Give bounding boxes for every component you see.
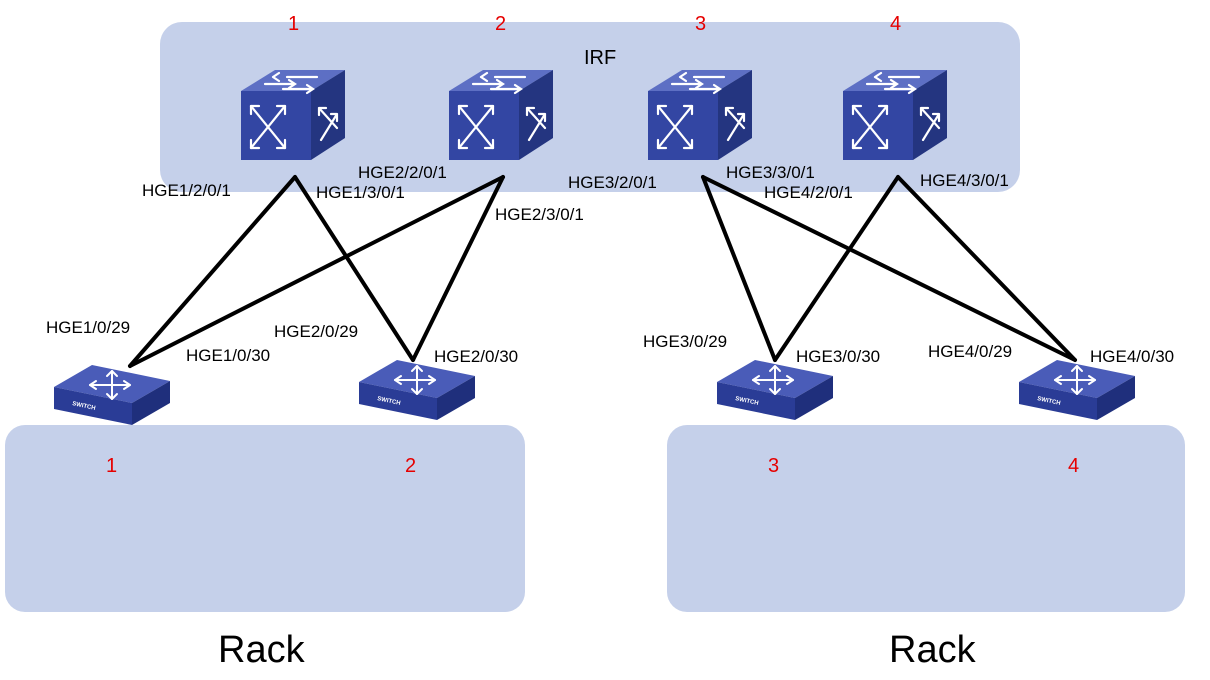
access-switch-icon: [358, 359, 476, 421]
irf-member-1-number: 1: [288, 13, 299, 35]
port-label: HGE1/0/30: [186, 346, 270, 365]
access-switch-icon-text: SWITCH: [72, 401, 96, 412]
link-member3-access3: [701, 175, 777, 362]
access-switch-icon-text: SWITCH: [735, 396, 759, 407]
link-member4-access3: [773, 175, 900, 362]
port-label: HGE1/3/0/1: [316, 183, 405, 202]
port-label: HGE4/2/0/1: [764, 183, 853, 202]
irf-label: IRF: [584, 47, 616, 69]
access-switch-icon: [53, 364, 171, 426]
port-label: HGE4/3/0/1: [920, 171, 1009, 190]
access-switch-1-number: 1: [106, 455, 117, 477]
access-switch-icon-text: SWITCH: [377, 396, 401, 407]
irf-member-4-number: 4: [890, 13, 901, 35]
irf-member-3-number: 3: [695, 13, 706, 35]
port-label: HGE3/0/30: [796, 347, 880, 366]
irf-region: [160, 22, 1020, 192]
port-label: HGE2/0/30: [434, 347, 518, 366]
rack-region-right: [667, 425, 1185, 612]
irf-member-1[interactable]: [239, 68, 347, 162]
port-label: HGE1/2/0/1: [142, 181, 231, 200]
irf-member-2[interactable]: [447, 68, 555, 162]
port-label: HGE2/3/0/1: [495, 205, 584, 224]
core-switch-icon: [239, 68, 347, 162]
irf-member-2-number: 2: [495, 13, 506, 35]
link-member1-access1: [128, 175, 297, 368]
link-member3-access4: [701, 175, 1077, 362]
core-switch-icon: [447, 68, 555, 162]
core-switch-icon: [841, 68, 949, 162]
port-label: HGE3/0/29: [643, 332, 727, 351]
access-switch-2-number: 2: [405, 455, 416, 477]
link-member2-access2: [411, 175, 505, 362]
port-label: HGE4/0/30: [1090, 347, 1174, 366]
rack-label-right: Rack: [889, 629, 977, 671]
port-label: HGE3/2/0/1: [568, 173, 657, 192]
access-switch-2[interactable]: SWITCH: [358, 359, 476, 421]
port-label: HGE4/0/29: [928, 342, 1012, 361]
core-switch-icon: [646, 68, 754, 162]
link-member1-access2: [293, 175, 415, 362]
port-label: HGE2/2/0/1: [358, 163, 447, 182]
link-member2-access1: [128, 175, 505, 368]
port-label: HGE2/0/29: [274, 322, 358, 341]
access-switch-1[interactable]: SWITCH: [53, 364, 171, 426]
access-switch-4[interactable]: SWITCH: [1018, 359, 1136, 421]
access-switch-icon: [1018, 359, 1136, 421]
access-switch-3-number: 3: [768, 455, 779, 477]
rack-region-left: [5, 425, 525, 612]
irf-member-4[interactable]: [841, 68, 949, 162]
link-member4-access4: [896, 175, 1077, 362]
access-switch-icon: [716, 359, 834, 421]
port-label: HGE1/0/29: [46, 318, 130, 337]
port-label: HGE3/3/0/1: [726, 163, 815, 182]
irf-member-3[interactable]: [646, 68, 754, 162]
links: [128, 175, 1077, 368]
access-switch-icon-text: SWITCH: [1037, 396, 1061, 407]
access-switch-3[interactable]: SWITCH: [716, 359, 834, 421]
access-switch-4-number: 4: [1068, 455, 1079, 477]
rack-label-left: Rack: [218, 629, 306, 671]
